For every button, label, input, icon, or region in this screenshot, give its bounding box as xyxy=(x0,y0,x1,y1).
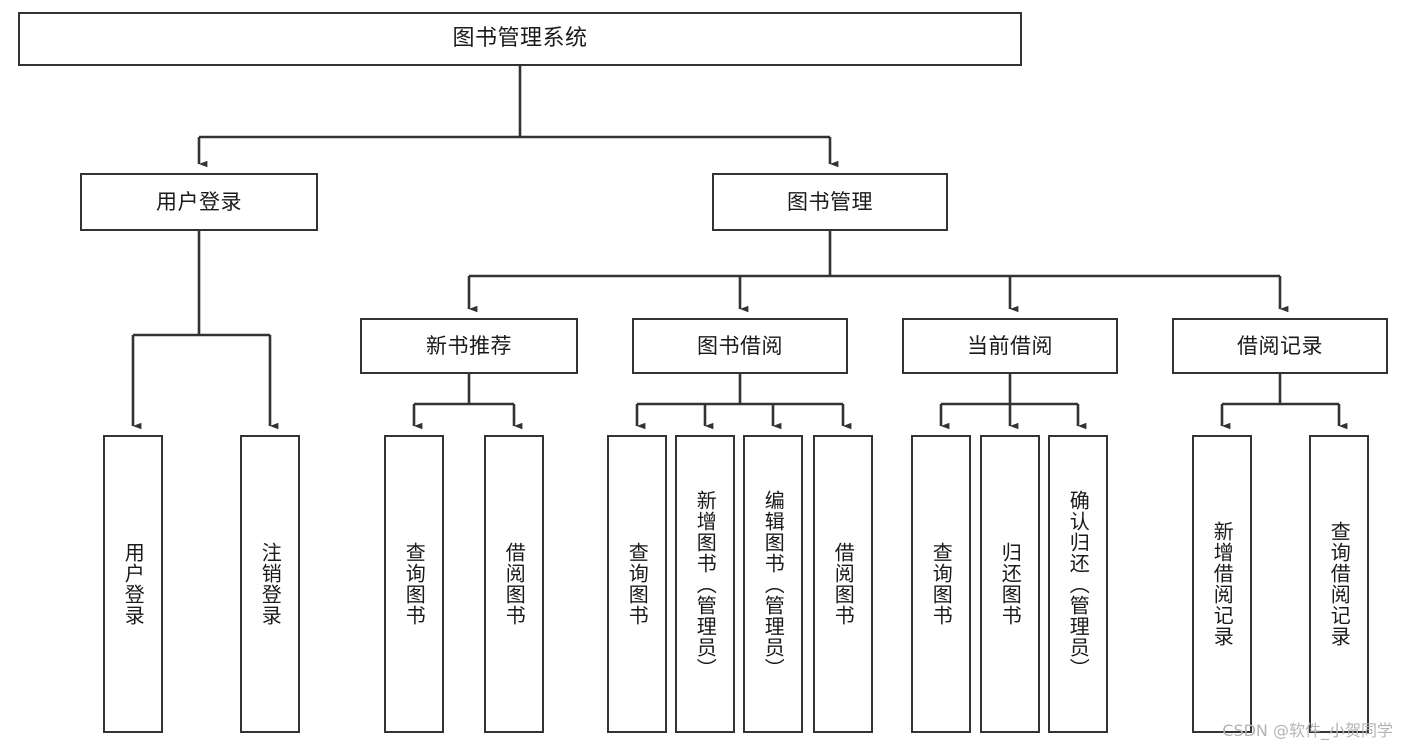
node-label: 查询图书 xyxy=(402,542,427,626)
node-leaf-return-book[interactable]: 归还图书 xyxy=(980,435,1040,733)
node-label: 借阅图书 xyxy=(831,542,856,626)
node-leaf-add-book-admin[interactable]: 新增图书（管理员） xyxy=(675,435,735,733)
node-label: 新增图书（管理员） xyxy=(693,489,718,679)
node-root-book-management-system[interactable]: 图书管理系统 xyxy=(18,12,1022,66)
node-label: 注销登录 xyxy=(258,542,283,626)
node-label: 用户登录 xyxy=(121,542,146,626)
node-leaf-confirm-return-admin[interactable]: 确认归还（管理员） xyxy=(1048,435,1108,733)
node-label: 图书管理系统 xyxy=(452,25,588,51)
node-book-borrow[interactable]: 图书借阅 xyxy=(632,318,848,374)
node-label: 图书借阅 xyxy=(697,333,783,358)
node-leaf-borrow-book-recommend[interactable]: 借阅图书 xyxy=(484,435,544,733)
node-label: 查询图书 xyxy=(625,542,650,626)
node-leaf-query-book-current[interactable]: 查询图书 xyxy=(911,435,971,733)
node-user-login[interactable]: 用户登录 xyxy=(80,173,318,231)
node-label: 查询借阅记录 xyxy=(1327,521,1352,647)
node-label: 确认归还（管理员） xyxy=(1066,489,1091,679)
node-label: 归还图书 xyxy=(998,542,1023,626)
node-leaf-query-book-borrow[interactable]: 查询图书 xyxy=(607,435,667,733)
node-new-book-recommend[interactable]: 新书推荐 xyxy=(360,318,578,374)
node-current-borrow[interactable]: 当前借阅 xyxy=(902,318,1118,374)
node-book-management[interactable]: 图书管理 xyxy=(712,173,948,231)
node-leaf-borrow-book[interactable]: 借阅图书 xyxy=(813,435,873,733)
csdn-watermark: CSDN @软件_小贺同学 xyxy=(1222,721,1393,740)
node-label: 查询图书 xyxy=(929,542,954,626)
node-leaf-add-borrow-record[interactable]: 新增借阅记录 xyxy=(1192,435,1252,733)
node-leaf-user-login[interactable]: 用户登录 xyxy=(103,435,163,733)
node-label: 新增借阅记录 xyxy=(1210,521,1235,647)
node-label: 借阅记录 xyxy=(1237,333,1323,358)
node-leaf-query-borrow-record[interactable]: 查询借阅记录 xyxy=(1309,435,1369,733)
node-label: 图书管理 xyxy=(787,189,873,214)
node-borrow-record[interactable]: 借阅记录 xyxy=(1172,318,1388,374)
node-label: 借阅图书 xyxy=(502,542,527,626)
node-label: 新书推荐 xyxy=(426,333,512,358)
node-leaf-edit-book-admin[interactable]: 编辑图书（管理员） xyxy=(743,435,803,733)
node-leaf-logout-login[interactable]: 注销登录 xyxy=(240,435,300,733)
node-label: 用户登录 xyxy=(156,189,242,214)
node-label: 编辑图书（管理员） xyxy=(761,489,786,679)
node-leaf-query-book-recommend[interactable]: 查询图书 xyxy=(384,435,444,733)
node-label: 当前借阅 xyxy=(967,333,1053,358)
